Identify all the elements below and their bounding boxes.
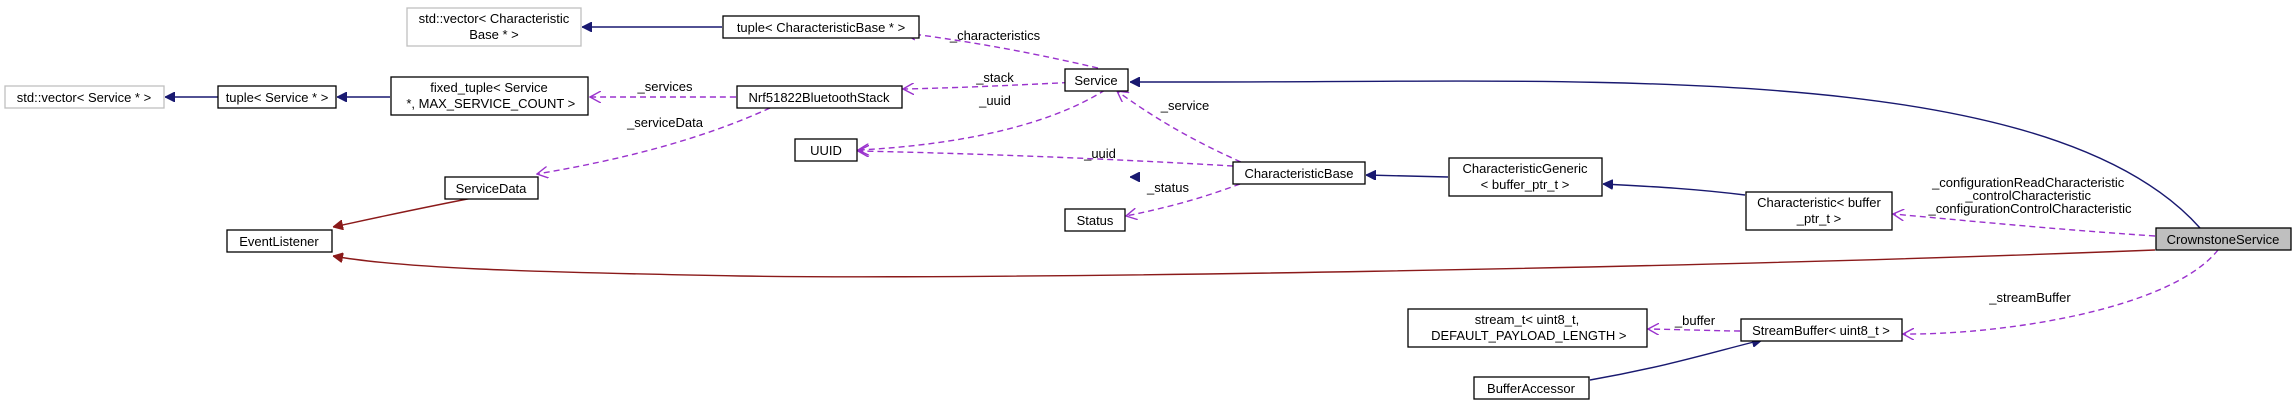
edge-stack-servicedata: [537, 107, 771, 174]
edge-char-to-chargeneric: [1603, 184, 1746, 196]
edge-label-stack: _stack: [975, 70, 1014, 85]
edge-label-layer: _characteristics _stack _uuid _services …: [626, 28, 2132, 328]
node-fixed-tuple[interactable]: fixed_tuple< Service *, MAX_SERVICE_COUN…: [390, 76, 589, 116]
svg-text:BufferAccessor: BufferAccessor: [1487, 381, 1576, 396]
edge-service-uuid: [858, 89, 1106, 150]
node-characteristic-generic[interactable]: CharacteristicGeneric< buffer_ptr_t >: [1448, 157, 1603, 197]
edge-label-characteristics: _characteristics: [949, 28, 1041, 43]
svg-text:UUID: UUID: [810, 143, 842, 158]
node-event-listener[interactable]: EventListener: [226, 229, 333, 253]
svg-text:std::vector< Service * >: std::vector< Service * >: [17, 90, 151, 105]
edge-streambuffer-stream: [1648, 329, 1741, 331]
svg-text:fixed_tuple< Service *, MAX_SE: fixed_tuple< Service *, MAX_SERVICE_COUN…: [403, 80, 576, 111]
node-stream-t[interactable]: stream_t< uint8_t, DEFAULT_PAYLOAD_LENGT…: [1407, 308, 1648, 348]
node-stream-buffer[interactable]: StreamBuffer< uint8_t >: [1740, 318, 1903, 342]
svg-text:std::vector< CharacteristicBas: std::vector< CharacteristicBase * >: [419, 11, 570, 42]
edge-label-status: _status: [1146, 180, 1189, 195]
node-status[interactable]: Status: [1064, 208, 1126, 232]
node-tuple-characteristic-base[interactable]: tuple< CharacteristicBase * >: [722, 15, 920, 39]
edge-crownstone-streambuffer: [1903, 249, 2219, 334]
node-characteristic-base[interactable]: CharacteristicBase: [1232, 161, 1366, 185]
svg-text:CharacteristicGeneric< buffer_: CharacteristicGeneric< buffer_ptr_t >: [1463, 161, 1588, 192]
svg-text:ServiceData: ServiceData: [456, 181, 528, 196]
svg-text:CrownstoneService: CrownstoneService: [2167, 232, 2280, 247]
svg-text:stream_t< uint8_t, DEFAULT_PAY: stream_t< uint8_t, DEFAULT_PAYLOAD_LENGT…: [1427, 312, 1626, 343]
edge-label-service: _service: [1160, 98, 1209, 113]
node-nrf-stack[interactable]: Nrf51822BluetoothStack: [736, 85, 903, 109]
edge-label-services: _services: [637, 79, 693, 94]
node-buffer-accessor[interactable]: BufferAccessor: [1473, 376, 1590, 400]
edge-label-stream-buffer: _streamBuffer: [1988, 290, 2071, 305]
svg-text:Status: Status: [1077, 213, 1114, 228]
node-crownstone-service[interactable]: CrownstoneService: [2155, 227, 2292, 251]
svg-text:StreamBuffer< uint8_t >: StreamBuffer< uint8_t >: [1752, 323, 1890, 338]
edge-charbase-status: [1126, 183, 1241, 216]
node-service-data[interactable]: ServiceData: [444, 176, 539, 200]
edge-charbase-uuid: [858, 151, 1234, 167]
svg-text:EventListener: EventListener: [239, 234, 319, 249]
svg-text:tuple< CharacteristicBase * >: tuple< CharacteristicBase * >: [737, 20, 905, 35]
node-uuid[interactable]: UUID: [794, 138, 858, 162]
edge-layer: [165, 27, 2219, 381]
edge-crownstone-to-eventlistener: [333, 249, 2156, 278]
edge-chargeneric-to-charbase: [1366, 175, 1449, 177]
svg-text:Nrf51822BluetoothStack: Nrf51822BluetoothStack: [749, 90, 890, 105]
edge-charbase-service: [1117, 91, 1251, 167]
edge-label-service-data: _serviceData: [626, 115, 704, 130]
edge-service-characteristics: [905, 33, 1099, 69]
edge-crownstone-to-service: [1130, 81, 2201, 229]
svg-text:Service: Service: [1074, 73, 1117, 88]
node-characteristic[interactable]: Characteristic< buffer_ptr_t >: [1745, 191, 1893, 231]
edge-label-config: _configurationReadCharacteristic _contro…: [1927, 175, 2132, 216]
edge-label-uuid-stack: _uuid: [978, 93, 1011, 108]
svg-text:Characteristic< buffer_ptr_t >: Characteristic< buffer_ptr_t >: [1757, 195, 1881, 226]
node-service[interactable]: Service: [1064, 68, 1129, 92]
edge-crownstone-characteristic: [1893, 214, 2156, 237]
svg-text:tuple< Service * >: tuple< Service * >: [226, 90, 329, 105]
node-tuple-service[interactable]: tuple< Service * >: [217, 85, 337, 109]
node-vector-service[interactable]: std::vector< Service * >: [4, 85, 165, 109]
svg-text:CharacteristicBase: CharacteristicBase: [1244, 166, 1353, 181]
edge-bufferaccessor-to-streambuffer: [1589, 340, 1762, 381]
edge-servicedata-to-eventlistener: [333, 195, 484, 227]
edge-label-uuid-char: _uuid: [1083, 146, 1116, 161]
edge-label-buffer: _buffer: [1674, 313, 1716, 328]
